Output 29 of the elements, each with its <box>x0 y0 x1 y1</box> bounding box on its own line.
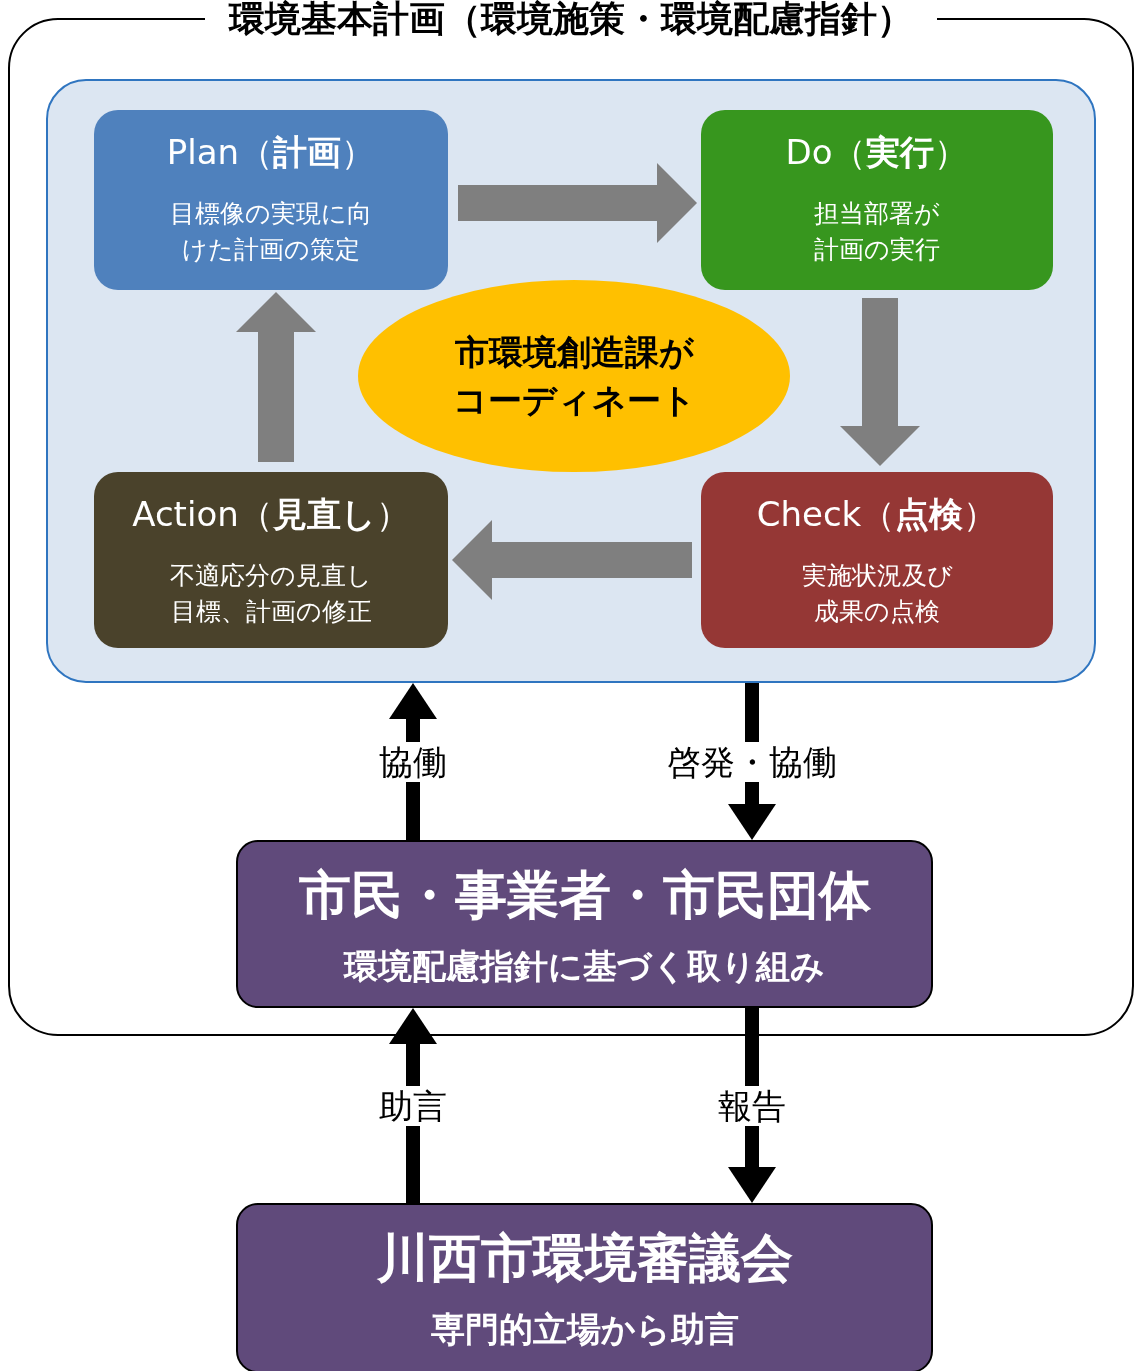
box-text: 担当部署が計画の実行 <box>813 198 941 266</box>
arrow <box>458 163 697 243</box>
box-text: 実施状況及び成果の点検 <box>800 560 954 628</box>
process-box <box>94 472 448 648</box>
process-box <box>701 472 1053 648</box>
box-text: 環境配慮指針に基づく取り組み <box>342 945 826 988</box>
arrow <box>452 520 692 600</box>
stakeholder-box <box>236 840 933 1008</box>
arrow <box>389 1008 437 1203</box>
arrow <box>840 298 920 466</box>
box-text: 不適応分の見直し目標、計画の修正 <box>169 560 373 628</box>
arrow <box>389 683 437 840</box>
box-title: Plan（計画） <box>165 131 377 174</box>
process-box <box>701 110 1053 290</box>
box-title: 市民・事業者・市民団体 <box>297 864 872 926</box>
frame-title: 環境基本計画（環境施策・環境配慮指針） <box>205 0 937 40</box>
box-text: 目標像の実現に向けた計画の策定 <box>169 198 373 266</box>
arrow <box>236 292 316 462</box>
stakeholder-box <box>236 1203 933 1371</box>
box-text: 専門的立場から助言 <box>429 1308 740 1351</box>
arrow <box>728 683 776 840</box>
arrow <box>728 1008 776 1203</box>
cycle-panel <box>46 79 1096 683</box>
box-title: Check（点検） <box>755 493 999 536</box>
box-title: Action（見直し） <box>131 493 411 536</box>
box-title: 川西市環境審議会 <box>375 1227 794 1289</box>
coordinator-text: 市環境創造課がコーディネート <box>451 331 697 422</box>
process-box <box>94 110 448 290</box>
box-title: Do（実行） <box>784 131 970 174</box>
